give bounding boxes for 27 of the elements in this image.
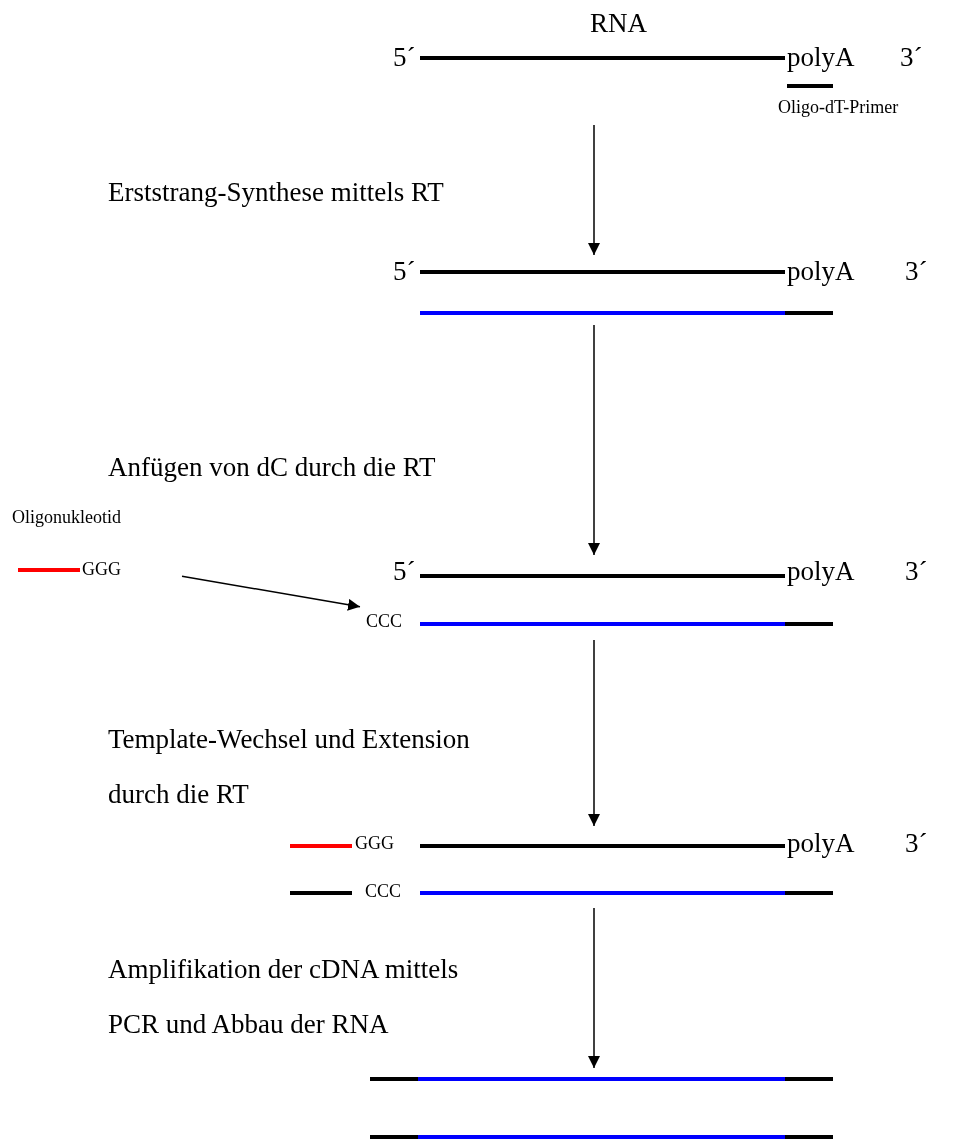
sequence-label: CCC <box>365 882 402 900</box>
arrow <box>588 639 600 827</box>
strand-label: 3´ <box>900 44 923 71</box>
strand-label: polyA <box>787 558 855 585</box>
strand-label: 5´ <box>393 258 416 285</box>
step-description: Anfügen von dC durch die RT <box>108 451 437 484</box>
strand-label: 3´ <box>905 558 928 585</box>
strand-label: 5´ <box>393 44 416 71</box>
strand-label: 3´ <box>905 258 928 285</box>
arrow <box>181 575 361 611</box>
arrow <box>588 124 600 256</box>
step-description: Amplifikation der cDNA mittels PCR und Abbau der RNA <box>108 953 460 1041</box>
strand-label: 5´ <box>393 558 416 585</box>
strand-label: polyA <box>787 44 855 71</box>
strand-label: polyA <box>787 258 855 285</box>
arrow <box>588 324 600 556</box>
sequence-label: Oligo-dT-Primer <box>778 98 899 116</box>
arrow <box>588 907 600 1069</box>
step-description: Template-Wechsel und Extension durch die RT <box>108 723 471 811</box>
strand-label: RNA <box>590 10 647 37</box>
step-description: Erststrang-Synthese mittels RT <box>108 176 445 209</box>
strand-label: polyA <box>787 830 855 857</box>
sequence-label: CCC <box>366 612 403 630</box>
sequence-label: Oligonukleotid <box>12 508 121 526</box>
sequence-label: GGG <box>355 834 394 852</box>
strand-label: 3´ <box>905 830 928 857</box>
sequence-label: GGG <box>82 560 121 578</box>
